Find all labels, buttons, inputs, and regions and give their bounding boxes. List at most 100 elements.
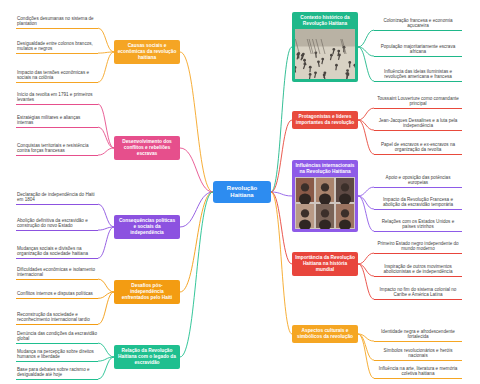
- node-text: Impacto no fim do sistema colonial no Ca…: [375, 287, 461, 298]
- leaf-topic: Influência das ideias iluministas e revo…: [374, 69, 462, 82]
- node-text: Dificuldades econômicas e isolamento int…: [17, 267, 97, 278]
- connector-line: [358, 47, 374, 81]
- leaf-topic: Desigualdade entre colonos brancos, mula…: [16, 41, 98, 54]
- leaf-topic: Condições desumanas no sistema de planta…: [16, 16, 98, 29]
- connector-line: [358, 196, 374, 231]
- connector-line: [358, 120, 374, 154]
- node-text: Papel de escravos e ex-escravos na organ…: [375, 142, 461, 153]
- leaf-topic: Influência na arte, literatura e memória…: [374, 366, 462, 379]
- leaf-topic: Impacto da Revolução Francesa e abolição…: [374, 197, 462, 210]
- leaf-topic: Impacto no fim do sistema colonial no Ca…: [374, 287, 462, 300]
- node-text: Influência na arte, literatura e memória…: [375, 366, 461, 377]
- connector-line: [358, 334, 374, 378]
- node-text: Revolução Haitiana: [216, 185, 268, 199]
- node-text: Identidade negra e afrodescendente forta…: [375, 329, 461, 340]
- connector-line: [98, 127, 114, 148]
- node-text: Desigualdade entre colonos brancos, mula…: [17, 41, 97, 52]
- leaf-topic: Toussaint Louverture como comandante pri…: [374, 96, 462, 109]
- branch-box: Importância da Revolução Haitiana na his…: [292, 252, 358, 276]
- connector-line: [180, 52, 213, 192]
- connector-line: [358, 253, 374, 264]
- node-text: Consequências políticas e sociais da ind…: [117, 218, 177, 236]
- node-text: Influência das ideias iluministas e revo…: [375, 69, 461, 80]
- node-text: Início da revolta em 1791 e primeiros le…: [17, 92, 97, 103]
- node-text: Desafios pós-independência enfrentados p…: [117, 283, 177, 301]
- branch-box: Contexto histórico da Revolução Haitiana: [292, 12, 358, 82]
- node-text: Inspiração de outros movimentos abolicio…: [375, 264, 461, 275]
- node-text: Desenvolvimento dos conflitos e rebeliõe…: [117, 139, 177, 157]
- connector-line: [358, 108, 374, 120]
- branch-box: Aspectos culturais e simbólicos da revol…: [292, 325, 358, 343]
- node-text: Toussaint Louverture como comandante pri…: [375, 96, 461, 107]
- connector-line: [271, 192, 292, 334]
- leaf-topic: Mudanças sociais e divisões na organizaç…: [16, 246, 98, 259]
- leaf-topic: Conflitos internos e disputas políticas: [16, 291, 98, 299]
- connector-line: [98, 52, 114, 82]
- node-text: Estratégias militares e alianças interna…: [17, 115, 97, 126]
- leaf-topic: Primeiro Estado negro independente do mu…: [374, 241, 462, 254]
- leaf-topic: Apoio e oposição das potências europeias: [374, 175, 462, 188]
- branch-box: Relação da Revolução Haitiana com o lega…: [114, 345, 180, 369]
- node-text: Condições desumanas no sistema de planta…: [17, 16, 97, 27]
- connector-line: [98, 292, 114, 324]
- node-text: Relação da Revolução Haitiana com o lega…: [117, 348, 177, 366]
- connector-line: [98, 104, 114, 148]
- node-text: Abolição definitiva da escravidão e cons…: [17, 218, 97, 229]
- connector-line: [180, 148, 213, 192]
- leaf-topic: Identidade negra e afrodescendente forta…: [374, 329, 462, 342]
- node-text: Declaração de independência do Haiti em …: [17, 192, 97, 203]
- leaf-topic: Estratégias militares e alianças interna…: [16, 115, 98, 128]
- branch-box: Influências internacionais na Revolução …: [292, 160, 358, 232]
- leaf-topic: Colonização francesa e economia açucarei…: [374, 18, 462, 31]
- connector-line: [98, 204, 114, 227]
- node-text: Mudança na percepção sobre direitos huma…: [17, 349, 97, 360]
- node-text: Conflitos internos e disputas políticas: [17, 291, 97, 297]
- leaf-topic: Início da revolta em 1791 e primeiros le…: [16, 92, 98, 105]
- leaf-topic: População majoritariamente escrava afric…: [374, 44, 462, 57]
- node-text: Aspectos culturais e simbólicos da revol…: [295, 328, 355, 340]
- illustration: [295, 29, 355, 79]
- node-text: Denúncia das condições da escravidão glo…: [17, 331, 97, 342]
- node-text: Primeiro Estado negro independente do mu…: [375, 241, 461, 252]
- leaf-topic: Papel de escravos e ex-escravos na organ…: [374, 142, 462, 155]
- node-text: Reconstrução da sociedade e reconhecimen…: [17, 312, 97, 323]
- branch-box: Desenvolvimento dos conflitos e rebeliõe…: [114, 136, 180, 160]
- node-text: População majoritariamente escrava afric…: [375, 44, 461, 55]
- leaf-topic: Símbolos revolucionários e heróis nacion…: [374, 348, 462, 361]
- node-text: Símbolos revolucionários e heróis nacion…: [375, 348, 461, 359]
- node-text: Impacto das tensões econômicas e sociais…: [17, 70, 97, 81]
- node-text: Base para debates sobre racismo e desigu…: [17, 367, 97, 378]
- connector-line: [358, 264, 374, 299]
- leaf-topic: Abolição definitiva da escravidão e cons…: [16, 218, 98, 231]
- connector-line: [271, 192, 292, 264]
- connector-line: [271, 47, 292, 192]
- node-text: Mudanças sociais e divisões na organizaç…: [17, 246, 97, 257]
- node-text: Jean-Jacques Dessalines e a luta pela in…: [375, 118, 461, 129]
- leaf-topic: Inspiração de outros movimentos abolicio…: [374, 264, 462, 277]
- connector-line: [358, 196, 374, 209]
- connector-line: [98, 148, 114, 155]
- node-text: Relações com os Estados Unidos e países …: [375, 219, 461, 230]
- connector-line: [98, 357, 114, 379]
- leaf-topic: Impacto das tensões econômicas e sociais…: [16, 70, 98, 83]
- leaf-topic: Mudança na percepção sobre direitos huma…: [16, 349, 98, 362]
- branch-box: Protagonistas e líderes importantes da r…: [292, 111, 358, 129]
- illustration: [295, 177, 355, 229]
- node-text: Apoio e oposição das potências europeias: [375, 175, 461, 186]
- connector-line: [358, 187, 374, 196]
- node-text: Contexto histórico da Revolução Haitiana: [295, 15, 355, 27]
- connector-line: [98, 279, 114, 292]
- connector-line: [180, 192, 213, 357]
- leaf-topic: Declaração de independência do Haiti em …: [16, 192, 98, 205]
- node-text: Causas sociais e econômicas da revolução…: [117, 43, 177, 61]
- connector-line: [98, 28, 114, 52]
- node-text: Colonização francesa e economia açucarei…: [375, 18, 461, 29]
- leaf-topic: Denúncia das condições da escravidão glo…: [16, 331, 98, 344]
- node-text: Protagonistas e líderes importantes da r…: [295, 114, 355, 126]
- branch-box: Causas sociais e econômicas da revolução…: [114, 40, 180, 64]
- node-text: Impacto da Revolução Francesa e abolição…: [375, 197, 461, 208]
- node-text: Conquistas territoriais e resistência co…: [17, 143, 97, 154]
- branch-box: Desafios pós-independência enfrentados p…: [114, 280, 180, 304]
- leaf-topic: Relações com os Estados Unidos e países …: [374, 219, 462, 232]
